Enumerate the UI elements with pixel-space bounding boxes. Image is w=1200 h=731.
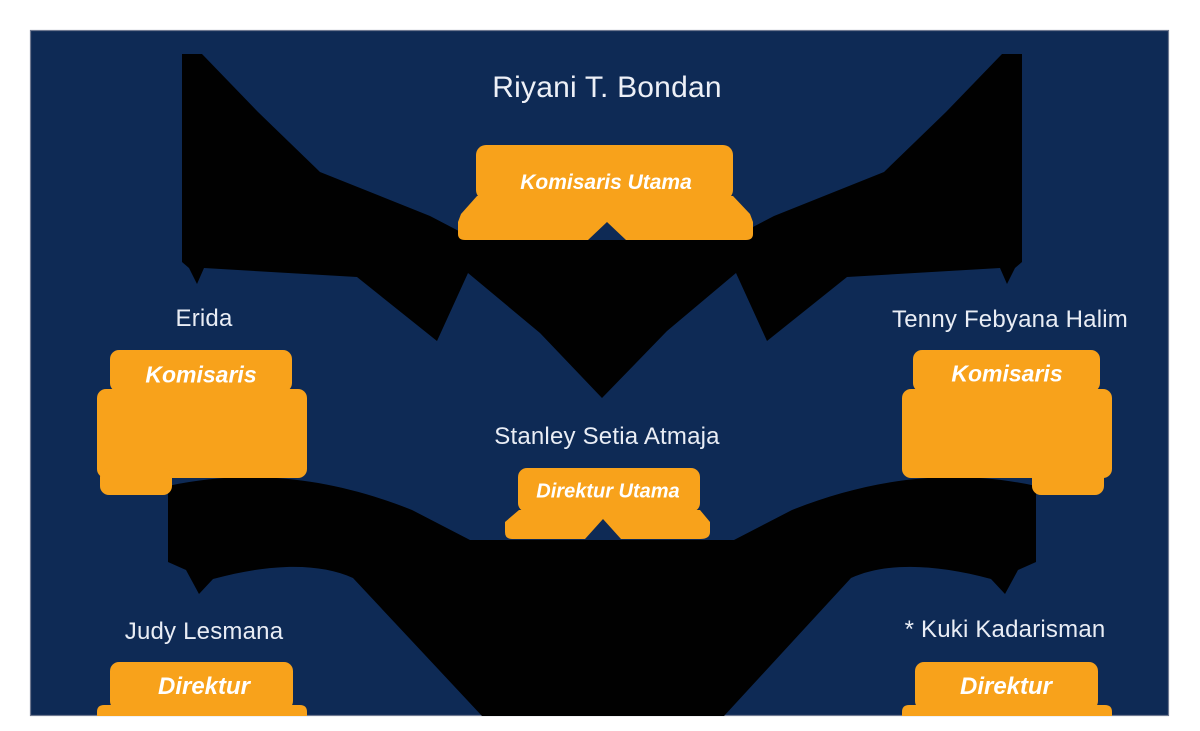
node-name-tenny: Tenny Febyana Halim: [892, 306, 1128, 333]
node-role-kuki-direktur: Direktur: [959, 673, 1053, 700]
node-kuki-badge: [902, 662, 1112, 716]
node-tenny-badge: [902, 350, 1112, 495]
node-direktur-utama-badge: [505, 468, 710, 539]
node-role-tenny: Komisaris: [951, 360, 1063, 387]
node-name-erida: Erida: [175, 305, 233, 332]
node-name-kuki: * Kuki Kadarisman: [904, 616, 1106, 643]
node-komisaris-utama-badge: [458, 145, 753, 240]
node-name-riyani: Riyani T. Bondan: [492, 71, 722, 104]
node-role-erida: Komisaris: [145, 361, 257, 388]
node-name-judy: Judy Lesmana: [124, 618, 284, 645]
node-role-judy-direktur: Direktur: [157, 673, 251, 700]
node-judy-badge: [97, 662, 307, 716]
node-erida-badge: [97, 350, 307, 495]
node-role-direktur-utama: Direktur Utama: [536, 480, 680, 503]
connector-top-fan: [182, 54, 1022, 398]
node-name-stanley: Stanley Setia Atmaja: [494, 423, 720, 450]
connector-bottom-fan: [168, 477, 1036, 716]
node-role-komisaris-utama: Komisaris Utama: [520, 171, 692, 194]
